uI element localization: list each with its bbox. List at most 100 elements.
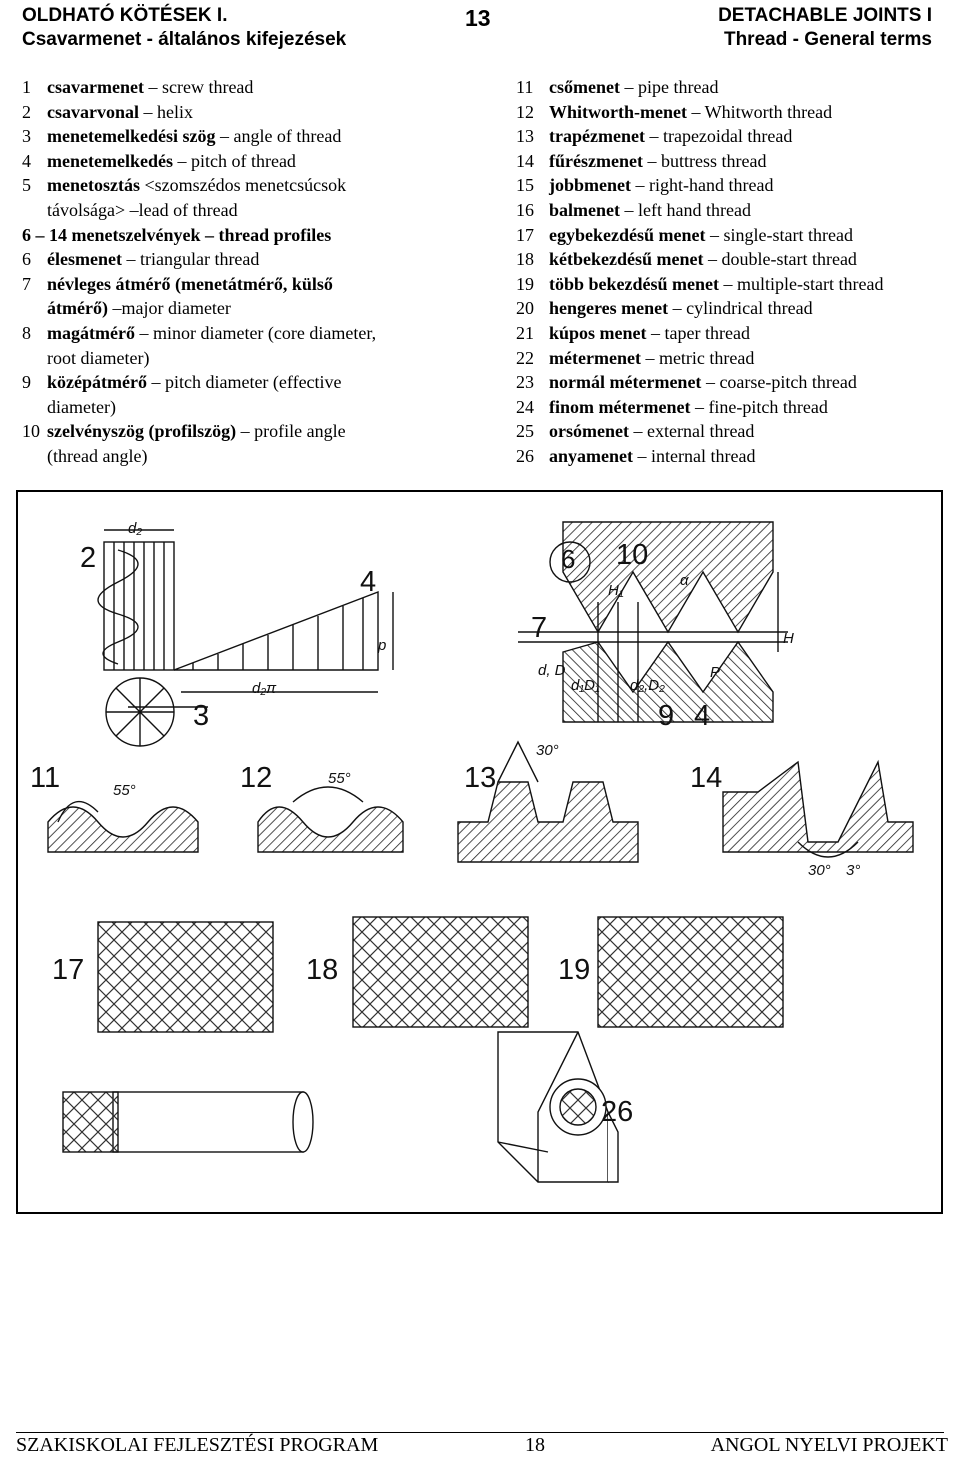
header-left: OLDHATÓ KÖTÉSEK I. Csavarmenet - általán… xyxy=(22,4,346,52)
term-english: minor diameter (core diameter, xyxy=(152,322,377,343)
thread-drawings xyxy=(47,521,914,1183)
term-english: root diameter) xyxy=(47,347,150,368)
term-english: (thread angle) xyxy=(47,445,148,466)
term-hungarian: menetszelvények – thread profiles xyxy=(71,224,332,245)
header-left-subtitle: Csavarmenet - általános kifejezések xyxy=(22,29,347,50)
figure-note-55-b: 55° xyxy=(328,770,351,787)
figure-note-alpha: α xyxy=(680,572,689,589)
term-number: 14 xyxy=(516,150,534,171)
figure-note-3: 3° xyxy=(846,862,861,879)
term-number: 4 xyxy=(22,150,31,171)
term-hungarian: egybekezdésű menet xyxy=(549,224,706,245)
single-start-rod xyxy=(97,921,274,1033)
figure-label-11: 11 xyxy=(30,762,61,794)
term-hungarian: orsómenet xyxy=(549,421,629,442)
term-english: lead of thread xyxy=(138,199,238,220)
figure-label-3: 3 xyxy=(193,700,210,732)
term-continuation: root diameter) xyxy=(22,346,492,371)
term-english: metric thread xyxy=(658,347,755,368)
term-heading: 6 – 14 xyxy=(22,224,67,245)
term-number: 6 xyxy=(22,249,31,270)
figure-note-h: H xyxy=(783,630,794,647)
term-number: 1 xyxy=(22,77,31,97)
figure-note-dD: d, D xyxy=(538,662,566,679)
figure-label-19: 19 xyxy=(558,954,591,986)
figure-note-p: p xyxy=(378,637,387,654)
figure-note-h1: H₁ xyxy=(608,582,624,599)
term-number: 23 xyxy=(516,372,534,393)
term-english: pipe thread xyxy=(637,77,719,97)
term-hungarian: menetemelkedési szög xyxy=(47,126,216,147)
term-hungarian: élesmenet xyxy=(47,249,122,270)
term-english-note: <szomszédos menetcsúcsok xyxy=(144,175,347,196)
term-hungarian: kúpos menet xyxy=(549,322,647,343)
figure-note-P: P xyxy=(710,664,721,681)
term-number: 9 xyxy=(22,372,31,393)
figure-label-17: 17 xyxy=(52,954,85,986)
term-hungarian: több bekezdésű menet xyxy=(549,273,719,294)
term-number: 18 xyxy=(516,249,534,270)
term-english: coarse-pitch thread xyxy=(719,372,857,393)
term-english: right-hand thread xyxy=(649,175,774,196)
figure-label-12: 12 xyxy=(240,762,273,794)
term-english: angle of thread xyxy=(233,126,342,147)
figure-label-9: 9 xyxy=(658,700,675,732)
figure-note-30-c: 30° xyxy=(808,862,831,879)
term-number: 13 xyxy=(516,126,534,147)
term-hungarian: normál métermenet xyxy=(549,372,702,393)
thread-illustration: 2 3 4 6 10 7 9 4 11 12 13 14 17 18 19 26… xyxy=(16,490,943,1214)
figure-label-2: 2 xyxy=(80,542,97,574)
term-number: 26 xyxy=(516,445,534,466)
multiple-start-rod xyxy=(597,916,784,1028)
term-hungarian: csavarvonal xyxy=(47,101,139,122)
figure-note-30-a: 30° xyxy=(536,742,559,759)
figure-note-d2: d₂ xyxy=(128,520,143,537)
figure-note-d1D1: d₁D₁ xyxy=(571,677,600,694)
term-hungarian: menetosztás xyxy=(47,175,140,196)
profile-13-trapezoidal xyxy=(457,740,639,863)
term-continuation: diameter) xyxy=(22,395,492,420)
term-hungarian: középátmérő xyxy=(47,372,147,393)
term-hungarian: anyamenet xyxy=(549,445,633,466)
term-english: fine-pitch thread xyxy=(708,396,828,417)
term-hungarian: kétbekezdésű menet xyxy=(549,249,704,270)
profile-12-whitworth xyxy=(257,786,404,853)
term-continuation: távolsága> – lead of thread xyxy=(22,198,492,223)
term-hungarian: métermenet xyxy=(549,347,641,368)
header-page-number: 13 xyxy=(465,5,491,31)
term-english: diameter) xyxy=(47,396,116,417)
term-continuation: átmérő) – major diameter xyxy=(22,296,492,321)
term-number: 25 xyxy=(516,421,534,442)
header-left-title: OLDHATÓ KÖTÉSEK I. xyxy=(22,5,228,26)
term-number: 12 xyxy=(516,101,534,122)
term-hungarian: fűrészmenet xyxy=(549,150,643,171)
term-english: screw thread xyxy=(161,77,254,97)
term-hungarian: Whitworth-menet xyxy=(549,101,687,122)
triangular-thread-profile xyxy=(518,521,788,723)
figure-label-7: 7 xyxy=(531,612,548,644)
term-english: internal thread xyxy=(651,445,756,466)
header-right: DETACHABLE JOINTS I Thread - General ter… xyxy=(718,4,932,52)
figure-note-55-a: 55° xyxy=(113,782,136,799)
term-number: 24 xyxy=(516,396,534,417)
term-number: 2 xyxy=(22,101,31,122)
helix-diagram xyxy=(97,529,394,747)
term-number: 21 xyxy=(516,322,534,343)
term-english: multiple-start thread xyxy=(737,273,884,294)
header-right-subtitle: Thread - General terms xyxy=(723,29,932,50)
term-hungarian: átmérő) xyxy=(47,298,108,319)
term-hungarian: névleges átmérő (menetátmérő, külső xyxy=(47,273,333,294)
